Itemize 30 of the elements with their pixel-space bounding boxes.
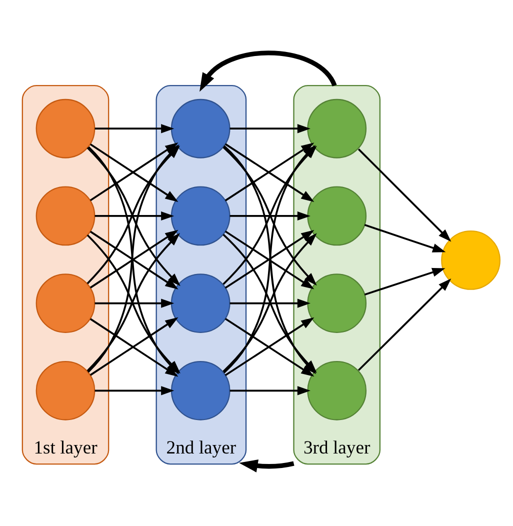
arrow [94, 298, 174, 308]
arrow [94, 211, 174, 221]
node-circle [307, 186, 367, 246]
arrow [364, 268, 446, 296]
node-circle [441, 230, 500, 290]
node-circle [36, 186, 96, 246]
node-circle [170, 98, 230, 158]
node-circle [170, 186, 230, 246]
node-circle [307, 98, 367, 158]
arrow [200, 50, 337, 92]
node-circle [36, 98, 96, 158]
arrow [358, 278, 452, 371]
cluster: 2nd layer [156, 84, 247, 465]
arrow [239, 459, 294, 472]
arrow [230, 386, 310, 396]
node-circle [307, 274, 367, 333]
node-circle [36, 274, 96, 333]
arrow [230, 124, 310, 134]
arrow [230, 211, 310, 221]
cluster: 1st layer [22, 84, 110, 465]
cluster: 3rd layer [293, 84, 381, 465]
arrow [358, 148, 452, 242]
node-circle [170, 274, 230, 333]
node-circle [170, 360, 230, 420]
node-circle [307, 360, 367, 420]
arrow [364, 224, 446, 252]
arrow [230, 298, 310, 308]
arrow [94, 124, 174, 134]
arrow [94, 386, 174, 396]
node-circle [36, 360, 96, 420]
